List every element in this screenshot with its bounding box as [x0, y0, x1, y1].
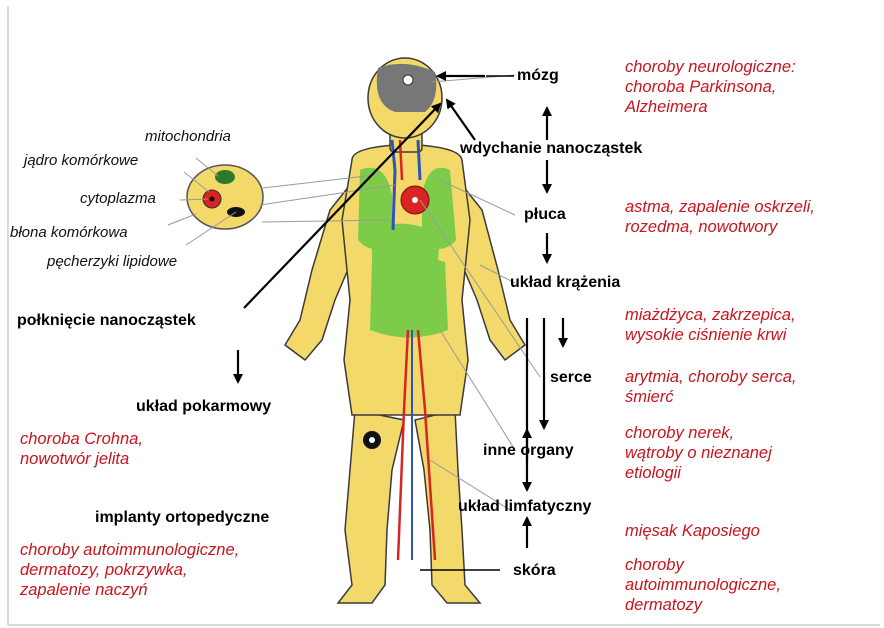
- label-circulatory: układ krążenia: [510, 273, 620, 292]
- disease-lymphatic: mięsak Kaposiego: [625, 522, 760, 542]
- disease-implants: choroby autoimmunologiczne, dermatozy, p…: [20, 541, 239, 600]
- label-ingestion: połknięcie nanocząstek: [17, 311, 196, 330]
- disease-circulatory-line: wysokie ciśnienie krwi: [625, 326, 796, 346]
- disease-skin: choroby autoimmunologiczne, dermatozy: [625, 556, 781, 615]
- disease-other-organs: choroby nerek, wątroby o nieznanej etiol…: [625, 424, 772, 483]
- label-membrane: błona komórkowa: [10, 224, 128, 242]
- disease-brain-line: Alzheimera: [625, 98, 796, 118]
- disease-lungs-line: rozedma, nowotwory: [625, 218, 815, 238]
- disease-circulatory: miażdżyca, zakrzepica, wysokie ciśnienie…: [625, 306, 796, 346]
- disease-lungs-line: astma, zapalenie oskrzeli,: [625, 198, 815, 218]
- disease-skin-line: dermatozy: [625, 596, 781, 616]
- label-cytoplasm: cytoplazma: [80, 190, 156, 208]
- disease-heart: arytmia, choroby serca, śmierć: [625, 368, 796, 408]
- brain-shape: [377, 64, 436, 112]
- disease-heart-line: arytmia, choroby serca,: [625, 368, 796, 388]
- disease-heart-line: śmierć: [625, 388, 796, 408]
- disease-brain: choroby neurologiczne: choroba Parkinson…: [625, 58, 796, 117]
- label-digestive: układ pokarmowy: [136, 397, 271, 416]
- label-brain: mózg: [517, 66, 559, 85]
- disease-implants-line: zapalenie naczyń: [20, 581, 239, 601]
- label-vesicles: pęcherzyki lipidowe: [47, 253, 177, 271]
- disease-digestive-line: choroba Crohna,: [20, 430, 143, 450]
- disease-organs-line: wątroby o nieznanej: [625, 444, 772, 464]
- label-lymphatic: układ limfatyczny: [458, 497, 591, 516]
- disease-organs-line: etiologii: [625, 464, 772, 484]
- intestines: [370, 255, 448, 337]
- label-mitochondria: mitochondria: [145, 128, 231, 146]
- disease-brain-line: choroby neurologiczne:: [625, 58, 796, 78]
- disease-implants-line: choroby autoimmunologiczne,: [20, 541, 239, 561]
- mitochondria-shape: [215, 170, 235, 184]
- label-inhalation: wdychanie nanocząstek: [460, 139, 642, 158]
- disease-skin-line: choroby: [625, 556, 781, 576]
- label-skin: skóra: [513, 561, 556, 580]
- disease-brain-line: choroba Parkinsona,: [625, 78, 796, 98]
- disease-digestive: choroba Crohna, nowotwór jelita: [20, 430, 143, 470]
- arrow-inhalation: [447, 100, 475, 140]
- label-nucleus: jądro komórkowe: [24, 152, 138, 170]
- disease-circulatory-line: miażdżyca, zakrzepica,: [625, 306, 796, 326]
- label-lungs: płuca: [524, 205, 566, 224]
- label-other-organs: inne organy: [483, 441, 574, 460]
- disease-digestive-line: nowotwór jelita: [20, 450, 143, 470]
- label-heart: serce: [550, 368, 592, 387]
- disease-lungs: astma, zapalenie oskrzeli, rozedma, nowo…: [625, 198, 815, 238]
- disease-skin-line: autoimmunologiczne,: [625, 576, 781, 596]
- disease-implants-line: dermatozy, pokrzywka,: [20, 561, 239, 581]
- disease-organs-line: choroby nerek,: [625, 424, 772, 444]
- label-implants: implanty ortopedyczne: [95, 508, 269, 527]
- disease-lymphatic-line: mięsak Kaposiego: [625, 522, 760, 542]
